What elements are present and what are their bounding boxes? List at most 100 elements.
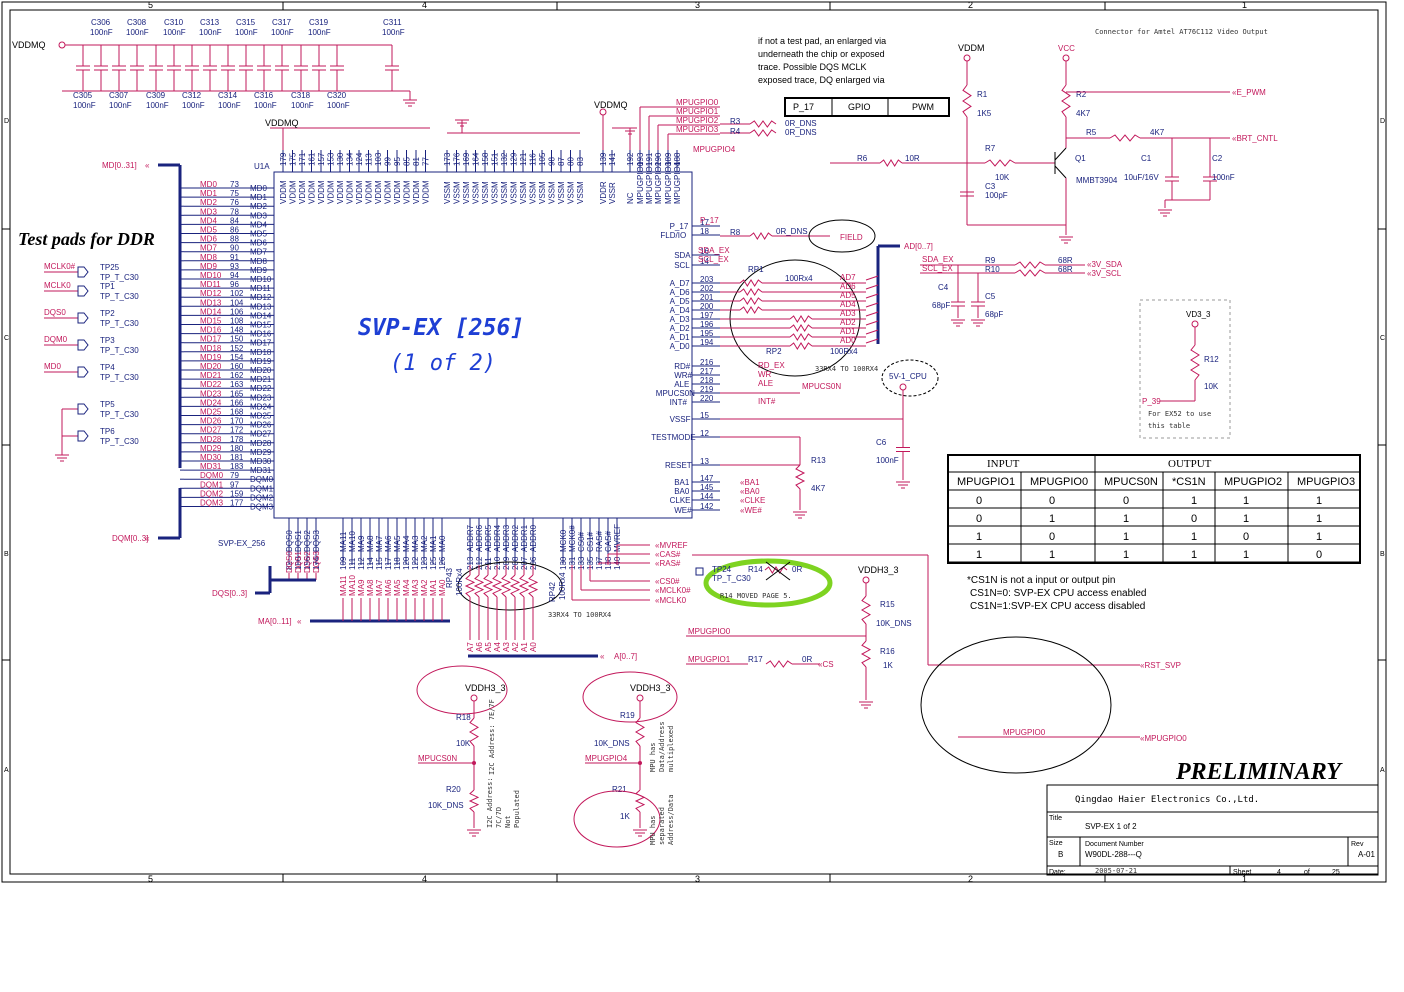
pin-name-top: VDDM: [298, 180, 307, 204]
gpio-box: [784, 97, 950, 117]
via-note-1: if not a test pad, an enlarged via: [758, 36, 886, 46]
pin-name-left: MD16: [250, 330, 272, 339]
cap-ref-upper: C313: [200, 18, 220, 27]
testpad-symbol: [77, 403, 89, 415]
pin-num-right: 201: [700, 293, 714, 302]
pin-name-left: MD9: [250, 266, 267, 275]
pin-name-top: VDDM: [403, 180, 412, 204]
net-label-left: MD13: [200, 298, 222, 307]
rp-note: 33RX4 TO 100RX4: [815, 365, 878, 373]
ma-line-label: MA10: [348, 575, 357, 596]
frame-letter-right: C: [1380, 335, 1385, 342]
pin-num-top: 83: [576, 157, 585, 166]
pin-num-bottom: 213: [466, 556, 475, 570]
r12-ref: R12: [1204, 355, 1219, 364]
testpad-ref: TP5: [100, 400, 115, 409]
frame-letter-left: B: [4, 551, 9, 558]
r9-val: 68R: [1058, 256, 1073, 265]
mpu-sep-note: Address/Data: [667, 794, 675, 845]
r17-val: 0R: [802, 655, 812, 664]
table-col-header: *CS1N: [1172, 476, 1206, 488]
pin-num-left: 183: [230, 462, 244, 471]
r2-ref: R2: [1076, 90, 1087, 99]
testpad-net: DQM0: [44, 335, 68, 344]
chip-part: SVP-EX_256: [218, 539, 266, 548]
ma-line-label: MA1: [429, 579, 438, 596]
ad-label: AD2: [840, 318, 856, 327]
ad-label: AD7: [840, 273, 856, 282]
mem-ctrl-bottom-net: «MCLK0#: [655, 586, 691, 595]
pin-num-right: 144: [700, 492, 714, 501]
net-label-left: MD25: [200, 408, 222, 417]
testpad-part: TP_T_C30: [100, 410, 139, 419]
net-label-left: MD19: [200, 353, 222, 362]
field-net: FIELD: [840, 233, 863, 242]
pin-num-left: 86: [230, 226, 239, 235]
testpad-ref: TP1: [100, 282, 115, 291]
frame-letter-right: B: [1380, 551, 1385, 558]
ma-line-label: MA6: [384, 579, 393, 596]
pin-num-left: 84: [230, 216, 239, 225]
pin-num-top: 116: [529, 153, 538, 166]
r8-val: 0R_DNS: [776, 227, 808, 236]
frame-num-bottom: 4: [422, 874, 427, 884]
pin-num-left: 152: [230, 344, 244, 353]
frame-letter-right: D: [1380, 118, 1385, 125]
i2c-note: I2C Address:: [486, 777, 494, 828]
net-label-left: MD20: [200, 362, 222, 371]
pin-name-right: A_D0: [670, 342, 691, 351]
testpad-part: TP_T_C30: [100, 373, 139, 382]
pin-num-left: 91: [230, 253, 239, 262]
r21-val: 1K: [620, 812, 630, 821]
pin-num-left: 160: [230, 362, 244, 371]
testpad-part: TP_T_C30: [100, 437, 139, 446]
q1-part: MMBT3904: [1076, 176, 1118, 185]
pin-name-bottom: MA6: [384, 535, 393, 552]
ex52-note-1: For EX52 to use: [1148, 410, 1211, 418]
table-cell: 0: [1316, 549, 1322, 561]
frame-letter-left: D: [4, 118, 9, 125]
pin-num-left: 178: [230, 435, 244, 444]
pin-name-bottom: MA10: [348, 531, 357, 552]
pin-name-top: VDDM: [327, 180, 336, 204]
pin-name-bottom: DQS1: [294, 530, 303, 552]
testpad-symbol: [77, 285, 89, 297]
vddh-label-2: VDDH3_3: [465, 683, 506, 693]
rst-svp-net: «RST_SVP: [1140, 661, 1181, 670]
c2-ref: C2: [1212, 154, 1223, 163]
cap-val-lower: 100nF: [146, 101, 169, 110]
pin-name-bottom: MA11: [339, 531, 348, 552]
pin-num-left: 181: [230, 453, 244, 462]
pin-name-top: VSSR: [608, 182, 617, 204]
net-label-left: MD24: [200, 398, 222, 407]
pin-num-right: 15: [700, 411, 709, 420]
pin-num-left: 76: [230, 198, 239, 207]
testpad-part: TP_T_C30: [100, 346, 139, 355]
pin-num-top: 153: [327, 152, 336, 166]
ad-label: AD1: [840, 327, 856, 336]
pin-num-bottom: 82: [285, 561, 294, 570]
cap-ref-lower: C318: [291, 91, 311, 100]
cap-ref-lower: C309: [146, 91, 166, 100]
pin-num-top: 175: [289, 152, 298, 166]
pin-name-top: VDDM: [308, 180, 317, 204]
q1-ref: Q1: [1075, 154, 1086, 163]
pin-name-right: BA1: [674, 478, 690, 487]
pin-name-left: MD5: [250, 230, 267, 239]
pin-num-top: 129: [510, 152, 519, 166]
pin-name-top: VDDM: [422, 180, 431, 204]
pin-num-left: 94: [230, 271, 239, 280]
pin-name-left: MD22: [250, 384, 272, 393]
pin-name-bottom: MA5: [393, 535, 402, 552]
net-label-left: MD10: [200, 271, 222, 280]
net-label-left: MD2: [200, 198, 217, 207]
pin-name-top: VDDM: [346, 180, 355, 204]
pin-num-top: 179: [279, 152, 288, 166]
r16-val: 1K: [883, 661, 893, 670]
pin-num-left: 163: [230, 380, 244, 389]
testpad-symbol: [77, 312, 89, 324]
pin-name-left: MD0: [250, 184, 267, 193]
vd33-label: VD3_3: [1186, 310, 1211, 319]
decoupling-caps: VDDMQ C306100nFC308100nFC310100nFC313100…: [12, 18, 417, 110]
pin-name-bottom: MCK0#: [568, 525, 577, 552]
